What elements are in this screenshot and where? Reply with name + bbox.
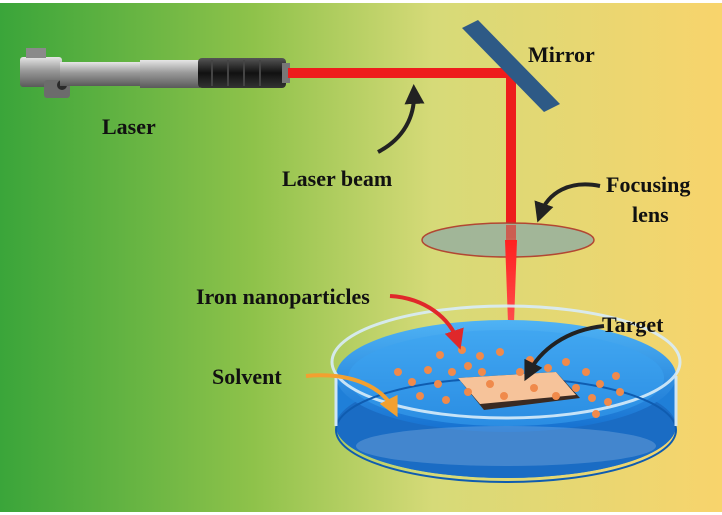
iron-nanoparticles-label: Iron nanoparticles [196, 284, 370, 309]
mirror-label: Mirror [528, 42, 595, 67]
laser-label: Laser [102, 114, 156, 139]
target-label: Target [602, 312, 664, 337]
nanoparticles-arrow [389, 294, 464, 350]
solvent-label: Solvent [212, 364, 282, 389]
target-arrow [524, 324, 605, 382]
laser-beam-horizontal [288, 68, 516, 78]
iron-nanoparticles [394, 346, 624, 418]
laser-beam-arrow [377, 84, 425, 154]
solvent-arrow [305, 373, 398, 418]
focused-beam [505, 240, 517, 378]
laser-beam-vertical [506, 68, 516, 238]
laser-device [20, 48, 290, 98]
focusing-lens-arrow [534, 182, 601, 223]
mirror [462, 20, 560, 112]
laser-beam-label: Laser beam [282, 166, 393, 191]
lens-label: lens [632, 202, 669, 227]
focusing-label: Focusing [606, 172, 691, 197]
